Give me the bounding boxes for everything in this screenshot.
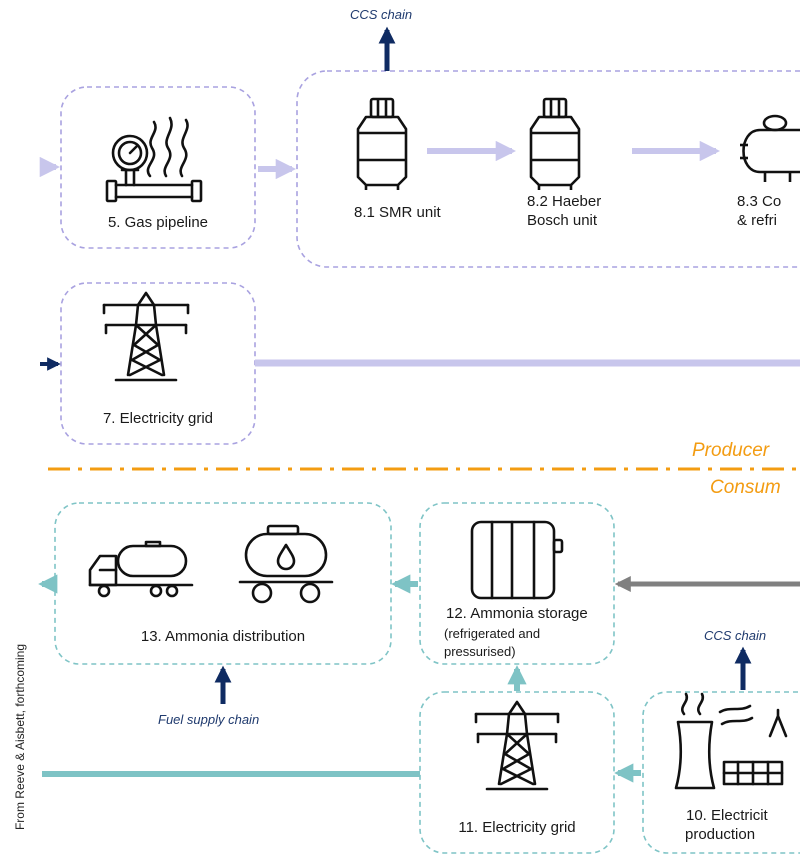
gas-pipeline-icon bbox=[105, 116, 203, 203]
bottom-ccs-chain-label: CCS chain bbox=[704, 628, 767, 643]
top-ccs-chain-label: CCS chain bbox=[350, 7, 413, 22]
ammonia-plant-box bbox=[296, 70, 800, 268]
compressor-tank-icon bbox=[740, 114, 800, 182]
electricity-tower-icon-producer bbox=[102, 291, 190, 382]
producer-zone-label: Producer bbox=[692, 440, 770, 461]
power-plant-icon bbox=[674, 692, 788, 790]
electricity-tower-icon-consumer bbox=[474, 700, 560, 791]
consumer-zone-label: Consum bbox=[710, 477, 781, 498]
ammonia-storage-box bbox=[419, 502, 615, 665]
ammonia-storage-note-line1: (refrigerated and bbox=[444, 626, 541, 641]
smr-unit-label: 8.1 SMR unit bbox=[354, 204, 441, 221]
haeber-label-line1: 8.2 Haeber bbox=[527, 193, 602, 210]
electricity-grid-label-producer: 7. Electricity grid bbox=[102, 410, 214, 427]
ammonia-distribution-label: 13. Ammonia distribution bbox=[140, 628, 306, 645]
gas-pipeline-box bbox=[60, 86, 256, 249]
compressor-label-line1: 8.3 Co bbox=[737, 193, 782, 210]
electricity-grid-box-consumer bbox=[419, 691, 615, 854]
electricity-production-label-line1: 10. Electricit bbox=[686, 807, 768, 824]
gas-pipeline-label: 5. Gas pipeline bbox=[107, 214, 209, 231]
tank-wagon-icon bbox=[238, 524, 334, 604]
source-credit: From Reeve & Aisbett, forthcoming bbox=[13, 643, 27, 831]
ammonia-storage-label: 12. Ammonia storage bbox=[446, 605, 588, 622]
electricity-grid-label-consumer: 11. Electricity grid bbox=[458, 819, 576, 836]
tanker-truck-icon bbox=[88, 540, 194, 598]
electricity-production-box bbox=[642, 691, 800, 854]
haeber-label-line2: Bosch unit bbox=[527, 212, 598, 229]
smr-unit-icon bbox=[356, 97, 408, 190]
haeber-bosch-icon bbox=[529, 97, 581, 190]
fuel-supply-chain-label: Fuel supply chain bbox=[158, 712, 260, 727]
ammonia-storage-icon bbox=[470, 520, 564, 600]
compressor-label-line2: & refri bbox=[737, 212, 778, 229]
ammonia-storage-note-line2: pressurised) bbox=[444, 644, 516, 659]
electricity-production-label-line2: production bbox=[685, 826, 756, 843]
